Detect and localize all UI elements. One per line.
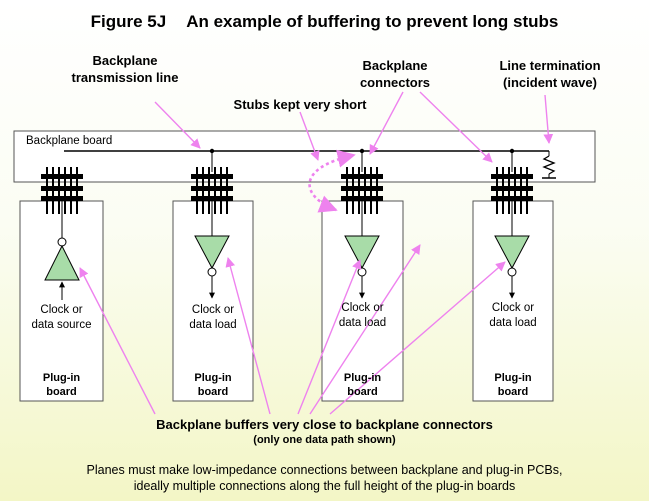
arrow-buffer-3 — [297, 259, 362, 415]
arrow-stubs-dotted — [308, 149, 356, 213]
plug-in-board — [472, 200, 554, 402]
backplane-board-label: Backplane board — [26, 135, 113, 147]
buffers-note-sub: (only one data path shown) — [253, 434, 396, 446]
figure-title: Figure 5J An example of buffering to prev… — [0, 12, 649, 32]
arrow-buffer-2 — [225, 257, 271, 415]
buffer-load — [344, 197, 380, 299]
arrow-buffer-3b — [309, 244, 421, 415]
buffer-load — [494, 197, 530, 299]
arrow-stubs — [299, 111, 320, 161]
backplane-connector — [341, 148, 383, 214]
label-connectors: Backplane connectors — [359, 58, 431, 90]
arrow-termination — [543, 94, 554, 144]
label-stubs: Stubs kept very short — [233, 97, 367, 112]
label-termination: Line termination (incident wave) — [499, 58, 601, 90]
buffers-note: Backplane buffers very close to backplan… — [156, 417, 493, 432]
figure-caption: An example of buffering to prevent long … — [186, 12, 559, 31]
callout-arrows — [79, 91, 554, 415]
arrow-buffer-4 — [329, 261, 506, 415]
footer-note: Planes must make low-impedance connectio… — [86, 463, 563, 493]
backplane-board — [13, 130, 596, 183]
buffer-load — [194, 197, 230, 299]
arrow-connector-3 — [369, 91, 404, 155]
figure-number: Figure 5J — [90, 12, 167, 31]
label-transmission-line: Backplane transmission line — [71, 53, 179, 85]
arrow-transmission-line — [154, 101, 201, 149]
arrow-buffer-1 — [79, 267, 156, 415]
termination-resistor — [542, 151, 556, 179]
arrow-connector-4 — [419, 91, 493, 163]
buffer-source — [44, 197, 80, 300]
